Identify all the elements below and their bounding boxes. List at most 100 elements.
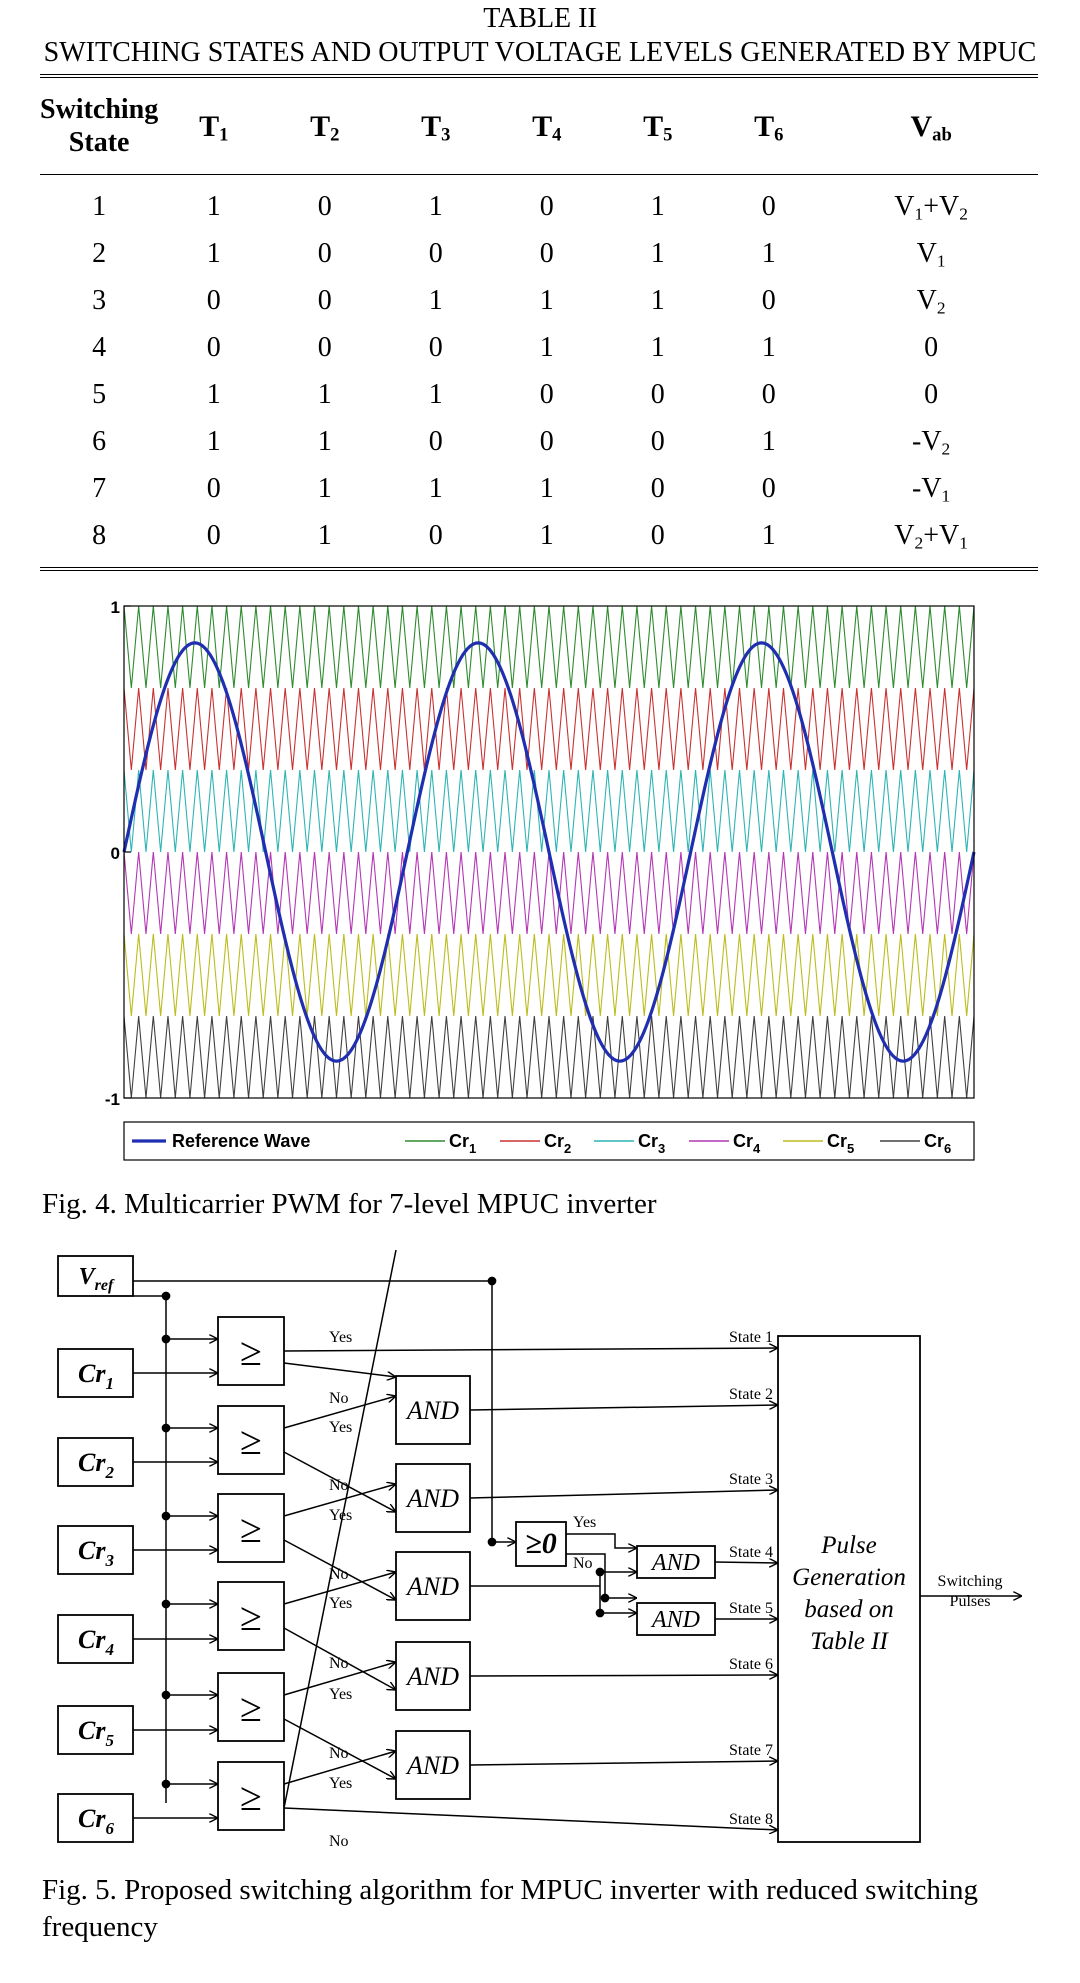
and-label: AND (405, 1662, 459, 1691)
switch-cell: 0 (650, 378, 665, 410)
switch-cell: 0 (206, 284, 221, 316)
switch-cell: 0 (317, 284, 332, 316)
vab-cell: V2+V1 (894, 519, 968, 552)
yes-label: Yes (329, 1595, 352, 1612)
switch-cell: 1 (761, 425, 776, 457)
yes-label: Yes (573, 1514, 596, 1531)
wire (283, 1451, 396, 1512)
switch-cell: 1 (539, 519, 554, 551)
y-tick-label: 1 (111, 598, 120, 617)
wire (714, 1562, 778, 1563)
legend-label-carrier: Cr3 (638, 1131, 665, 1156)
zero-comparator-block (515, 1521, 567, 1567)
wire (566, 1533, 637, 1548)
carrier-label: Cr3 (78, 1536, 114, 1570)
switch-cell: 1 (539, 331, 554, 363)
state-label: State 6 (729, 1656, 773, 1673)
state-cell: 8 (92, 519, 107, 551)
switch-cell: 1 (317, 519, 332, 551)
table-caption: TABLE II SWITCHING STATES AND OUTPUT VOL… (0, 2, 1080, 70)
no-label: No (329, 1655, 349, 1672)
and-label: AND (405, 1572, 459, 1601)
y-tick-label: 0 (111, 844, 120, 863)
and-gate-4 (395, 1641, 471, 1711)
header-t3: T3 (380, 76, 492, 175)
carrier-block-6 (57, 1793, 134, 1843)
header-state-line1: Switching (40, 94, 159, 125)
vab-cell: V1 (916, 237, 946, 270)
wire (283, 1718, 396, 1779)
switch-cell: 1 (761, 237, 776, 269)
and-gate-3 (395, 1551, 471, 1621)
state-label: State 1 (729, 1329, 773, 1346)
switch-cell: 1 (428, 378, 443, 410)
no-label: No (329, 1566, 349, 1583)
comparator-symbol: ≥ (240, 1506, 262, 1551)
comparator-block-2 (217, 1405, 285, 1475)
wire (283, 1484, 396, 1517)
header-vab: Vab (824, 76, 1038, 175)
legend-label-reference: Reference Wave (172, 1131, 310, 1151)
no-label: No (329, 1477, 349, 1494)
and-gate-1 (395, 1375, 471, 1445)
diagram-blocks (57, 1255, 921, 1843)
legend-label-carrier: Cr2 (544, 1131, 571, 1156)
state-label: State 8 (729, 1811, 773, 1828)
zero-comparator-label: ≥0 (525, 1527, 556, 1560)
carrier-block-4 (57, 1614, 134, 1664)
comparator-block-3 (217, 1493, 285, 1563)
carrier-label: Cr2 (78, 1448, 114, 1482)
wire (283, 1348, 778, 1351)
carrier-line-2 (123, 687, 975, 771)
wire (566, 1553, 637, 1598)
y-axis-ticks: 10-1 (105, 598, 131, 1109)
and-label: AND (650, 1550, 700, 1576)
switch-cell: 1 (650, 190, 665, 222)
legend-label-carrier: Cr5 (827, 1131, 854, 1156)
vab-cell: V2 (916, 284, 946, 317)
header-t6: T6 (713, 76, 825, 175)
vref-label: Vref (79, 1264, 115, 1294)
state-cell: 5 (92, 378, 107, 410)
wire (283, 1572, 396, 1605)
comparator-block-1 (217, 1316, 285, 1386)
switch-cell: 0 (206, 519, 221, 551)
switch-cell: 0 (539, 378, 554, 410)
switch-cell: 1 (206, 190, 221, 222)
comparator-block-6 (217, 1761, 285, 1831)
switch-cell: 0 (539, 237, 554, 269)
switch-cell: 0 (317, 237, 332, 269)
switch-cell: 1 (539, 284, 554, 316)
switch-cell: 1 (428, 472, 443, 504)
wire (283, 1627, 396, 1690)
switch-cell: 0 (650, 472, 665, 504)
diagram-wires (133, 1250, 1022, 1830)
state-label: State 3 (729, 1471, 773, 1488)
switch-cell: 0 (428, 237, 443, 269)
legend-label-carrier: Cr6 (924, 1131, 951, 1156)
switch-cell: 0 (761, 472, 776, 504)
pulse-block-label: Table II (810, 1628, 889, 1655)
wire (283, 1250, 397, 1809)
output-label: Pulses (950, 1593, 991, 1610)
comparator-block-5 (217, 1672, 285, 1742)
carrier-label: Cr5 (78, 1716, 114, 1750)
carrier-block-3 (57, 1525, 134, 1575)
no-label: No (573, 1555, 593, 1572)
switch-cell: 0 (428, 331, 443, 363)
state-cell: 4 (92, 331, 107, 363)
carrier-label: Cr6 (78, 1804, 114, 1838)
comparator-symbol: ≥ (240, 1329, 262, 1374)
switch-cell: 0 (761, 378, 776, 410)
header-t2: T2 (269, 76, 381, 175)
switching-algorithm-diagram: VrefCr1Cr2Cr3Cr4Cr5Cr6≥≥≥≥≥≥ANDANDANDAND… (57, 1250, 1022, 1850)
and-label: AND (405, 1396, 459, 1425)
reference-wave-line (122, 641, 976, 1063)
and-label: AND (405, 1751, 459, 1780)
